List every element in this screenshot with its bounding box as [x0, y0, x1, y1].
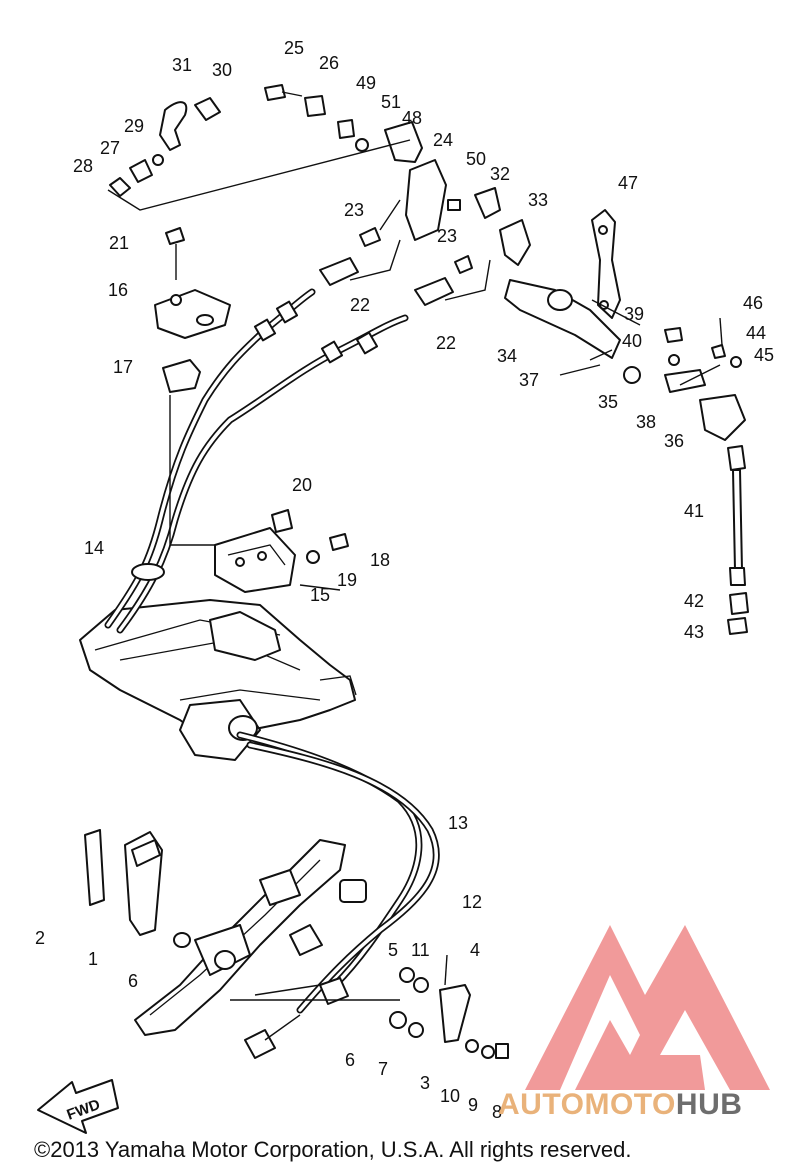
callout-39: 39: [624, 304, 644, 324]
callout-numbers: 1 2 3 4 5 6 6 7 8 9 10 11 12 13 14 15 16…: [35, 38, 774, 1122]
callout-23b: 23: [437, 226, 457, 246]
callout-46: 46: [743, 293, 763, 313]
callout-38: 38: [636, 412, 656, 432]
callout-35: 35: [598, 392, 618, 412]
bottom-cowling-bracket: [79, 599, 357, 761]
copyright-notice: ©2013 Yamaha Motor Corporation, U.S.A. A…: [34, 1137, 632, 1162]
callout-29: 29: [124, 116, 144, 136]
callout-45: 45: [754, 345, 774, 365]
callout-28: 28: [73, 156, 93, 176]
callout-6a: 6: [128, 971, 138, 991]
callout-42: 42: [684, 591, 704, 611]
shift-lever-47: [591, 209, 742, 368]
callout-21: 21: [109, 233, 129, 253]
callout-25: 25: [284, 38, 304, 58]
lower-link-bracket: [84, 829, 346, 1059]
callout-26: 26: [319, 53, 339, 73]
callout-30: 30: [212, 60, 232, 80]
callout-13: 13: [448, 813, 468, 833]
callout-19: 19: [337, 570, 357, 590]
callout-23a: 23: [344, 200, 364, 220]
upper-left-bracket: [154, 227, 231, 393]
callout-33: 33: [528, 190, 548, 210]
automotohub-watermark: AUTOMOTOHUB: [498, 1088, 742, 1122]
callout-22a: 22: [350, 295, 370, 315]
cable-end-joints: [319, 227, 473, 306]
callout-34: 34: [497, 346, 517, 366]
callout-9: 9: [468, 1095, 478, 1115]
callout-24: 24: [433, 130, 453, 150]
callout-31: 31: [172, 55, 192, 75]
callout-11: 11: [411, 940, 430, 960]
callout-44: 44: [746, 323, 766, 343]
throttle-shift-cables-upper: [104, 288, 409, 634]
callout-1: 1: [88, 949, 98, 969]
top-left-link-parts: [109, 97, 221, 197]
throttle-shift-cables-lower: [236, 731, 440, 1014]
callout-16: 16: [108, 280, 128, 300]
callout-41: 41: [684, 501, 704, 521]
callout-7: 7: [378, 1059, 388, 1079]
callout-48: 48: [402, 108, 422, 128]
callout-27: 27: [100, 138, 120, 158]
callout-5: 5: [388, 940, 398, 960]
callout-40: 40: [622, 331, 642, 351]
callout-17: 17: [113, 357, 133, 377]
shift-rod-41: [727, 445, 749, 635]
callout-20: 20: [292, 475, 312, 495]
callout-22b: 22: [436, 333, 456, 353]
callout-47: 47: [618, 173, 638, 193]
callout-2: 2: [35, 928, 45, 948]
right-linkage-shaft: [474, 187, 746, 441]
callout-43: 43: [684, 622, 704, 642]
lower-small-parts: [389, 954, 509, 1059]
callout-12: 12: [462, 892, 482, 912]
watermark-brand-part2: HUB: [675, 1088, 743, 1121]
fwd-arrow-icon: FWD: [37, 1079, 119, 1134]
callout-50: 50: [466, 149, 486, 169]
callout-14: 14: [84, 538, 104, 558]
callout-49: 49: [356, 73, 376, 93]
callout-51: 51: [381, 92, 401, 112]
callout-15: 15: [310, 585, 330, 605]
callout-32: 32: [490, 164, 510, 184]
automotohub-logo-icon: [525, 925, 770, 1090]
watermark-brand-part1: AUTOMOTO: [498, 1088, 676, 1121]
callout-10: 10: [440, 1086, 460, 1106]
callout-36: 36: [664, 431, 684, 451]
callout-4: 4: [470, 940, 480, 960]
leader-lines: [107, 139, 721, 1001]
center-cable-bracket: [214, 509, 349, 593]
callout-3: 3: [420, 1073, 430, 1093]
bracket-2: [84, 829, 105, 906]
callout-18: 18: [370, 550, 390, 570]
callout-37: 37: [519, 370, 539, 390]
callout-8: 8: [492, 1102, 502, 1122]
callout-6b: 6: [345, 1050, 355, 1070]
